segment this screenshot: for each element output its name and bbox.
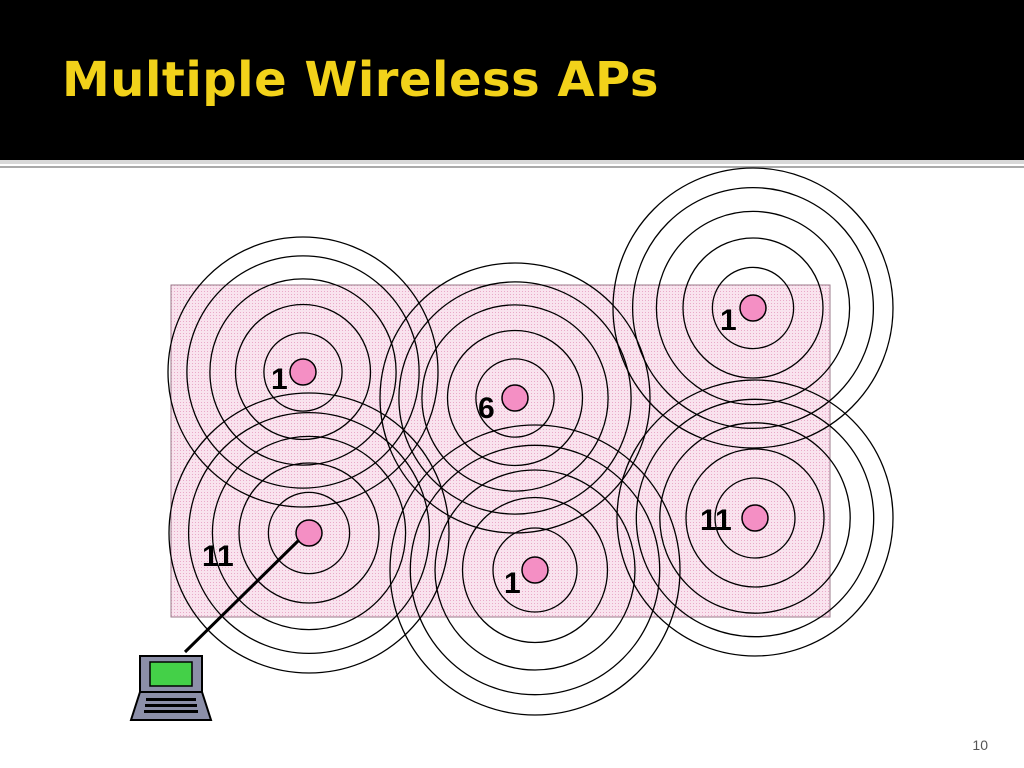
signal-ring (714, 477, 796, 559)
title-bar: Multiple Wireless APs (0, 0, 1024, 160)
signal-ring (616, 379, 894, 657)
signal-ring (167, 236, 439, 508)
signal-ring (655, 210, 851, 406)
signal-ring (421, 304, 609, 492)
signal-ring (446, 329, 584, 467)
signal-ring (461, 496, 609, 644)
signal-ring (187, 411, 431, 655)
ap-channel-label: 1 (720, 304, 737, 337)
signal-ring (612, 167, 894, 449)
divider-line (0, 160, 1024, 164)
signal-ring (631, 186, 875, 430)
signal-ring (711, 266, 795, 350)
signal-ring (211, 435, 407, 631)
signal-ring (434, 469, 636, 671)
signal-ring (398, 281, 632, 515)
signal-ring (234, 303, 372, 441)
signal-ring (263, 332, 343, 412)
divider-line-shadow (0, 166, 1024, 168)
signal-ring (409, 444, 661, 696)
signal-ring (635, 398, 875, 638)
signal-ring (186, 255, 420, 489)
access-point-icon[interactable] (295, 519, 323, 547)
signal-ring (659, 422, 851, 614)
ap-channel-label: 11 (202, 540, 234, 573)
page-number: 10 (972, 737, 988, 753)
access-point-icon[interactable] (501, 384, 529, 412)
signal-ring (238, 462, 380, 604)
signal-ring (209, 278, 397, 466)
signal-ring (168, 392, 450, 674)
access-point-icon[interactable] (289, 358, 317, 386)
laptop-connection-line (183, 538, 301, 654)
ap-channel-label: 1 (271, 363, 288, 396)
access-point-icon[interactable] (741, 504, 769, 532)
signal-ring (685, 448, 825, 588)
signal-ring (267, 491, 351, 575)
slide-title: Multiple Wireless APs (62, 52, 659, 108)
access-point-icon[interactable] (739, 294, 767, 322)
laptop-icon[interactable] (129, 655, 213, 721)
signal-rings (167, 167, 894, 716)
signal-ring (492, 527, 578, 613)
ap-channel-label: 6 (478, 392, 495, 425)
ap-channel-label: 11 (700, 504, 732, 537)
signal-ring (475, 358, 555, 438)
access-point-icon[interactable] (521, 556, 549, 584)
signal-ring (389, 424, 681, 716)
ap-channel-label: 1 (504, 567, 521, 600)
signal-ring (682, 237, 824, 379)
